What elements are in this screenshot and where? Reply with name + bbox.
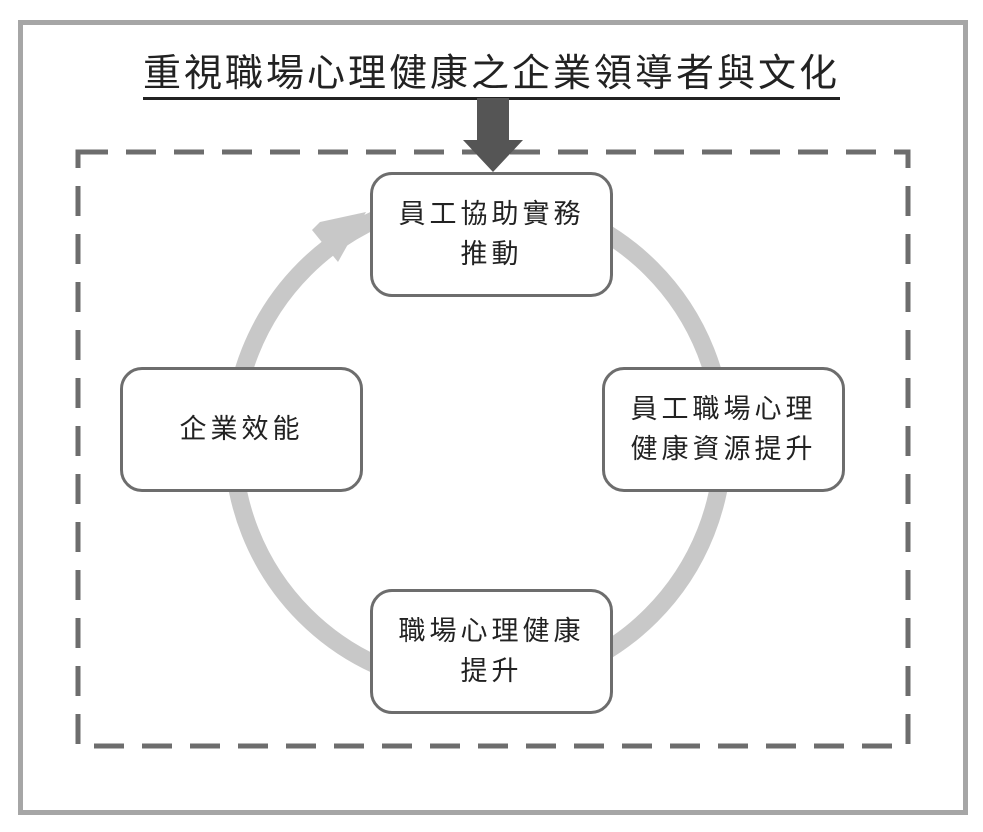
diagram-title-text: 重視職場心理健康之企業領導者與文化 — [142, 51, 840, 100]
node-right: 員工職場心理 健康資源提升 — [602, 367, 845, 492]
dashed-boundary — [75, 149, 911, 749]
node-right-line2: 健康資源提升 — [630, 433, 817, 465]
node-bottom-line1: 職場心理健康 — [398, 615, 585, 647]
node-top-line1: 員工協助實務 — [398, 198, 585, 230]
node-left: 企業效能 — [120, 367, 363, 492]
node-top: 員工協助實務 推動 — [370, 172, 613, 297]
node-top-line2: 推動 — [460, 238, 523, 270]
node-bottom: 職場心理健康 提升 — [370, 589, 613, 714]
diagram-title: 重視職場心理健康之企業領導者與文化 — [0, 42, 983, 100]
down-arrow-icon — [463, 98, 523, 172]
node-bottom-line2: 提升 — [460, 655, 523, 687]
outer-frame — [18, 20, 968, 815]
node-right-line1: 員工職場心理 — [630, 393, 817, 425]
node-left-line1: 企業效能 — [179, 413, 304, 445]
cycle-arrowhead-icon — [312, 212, 366, 262]
